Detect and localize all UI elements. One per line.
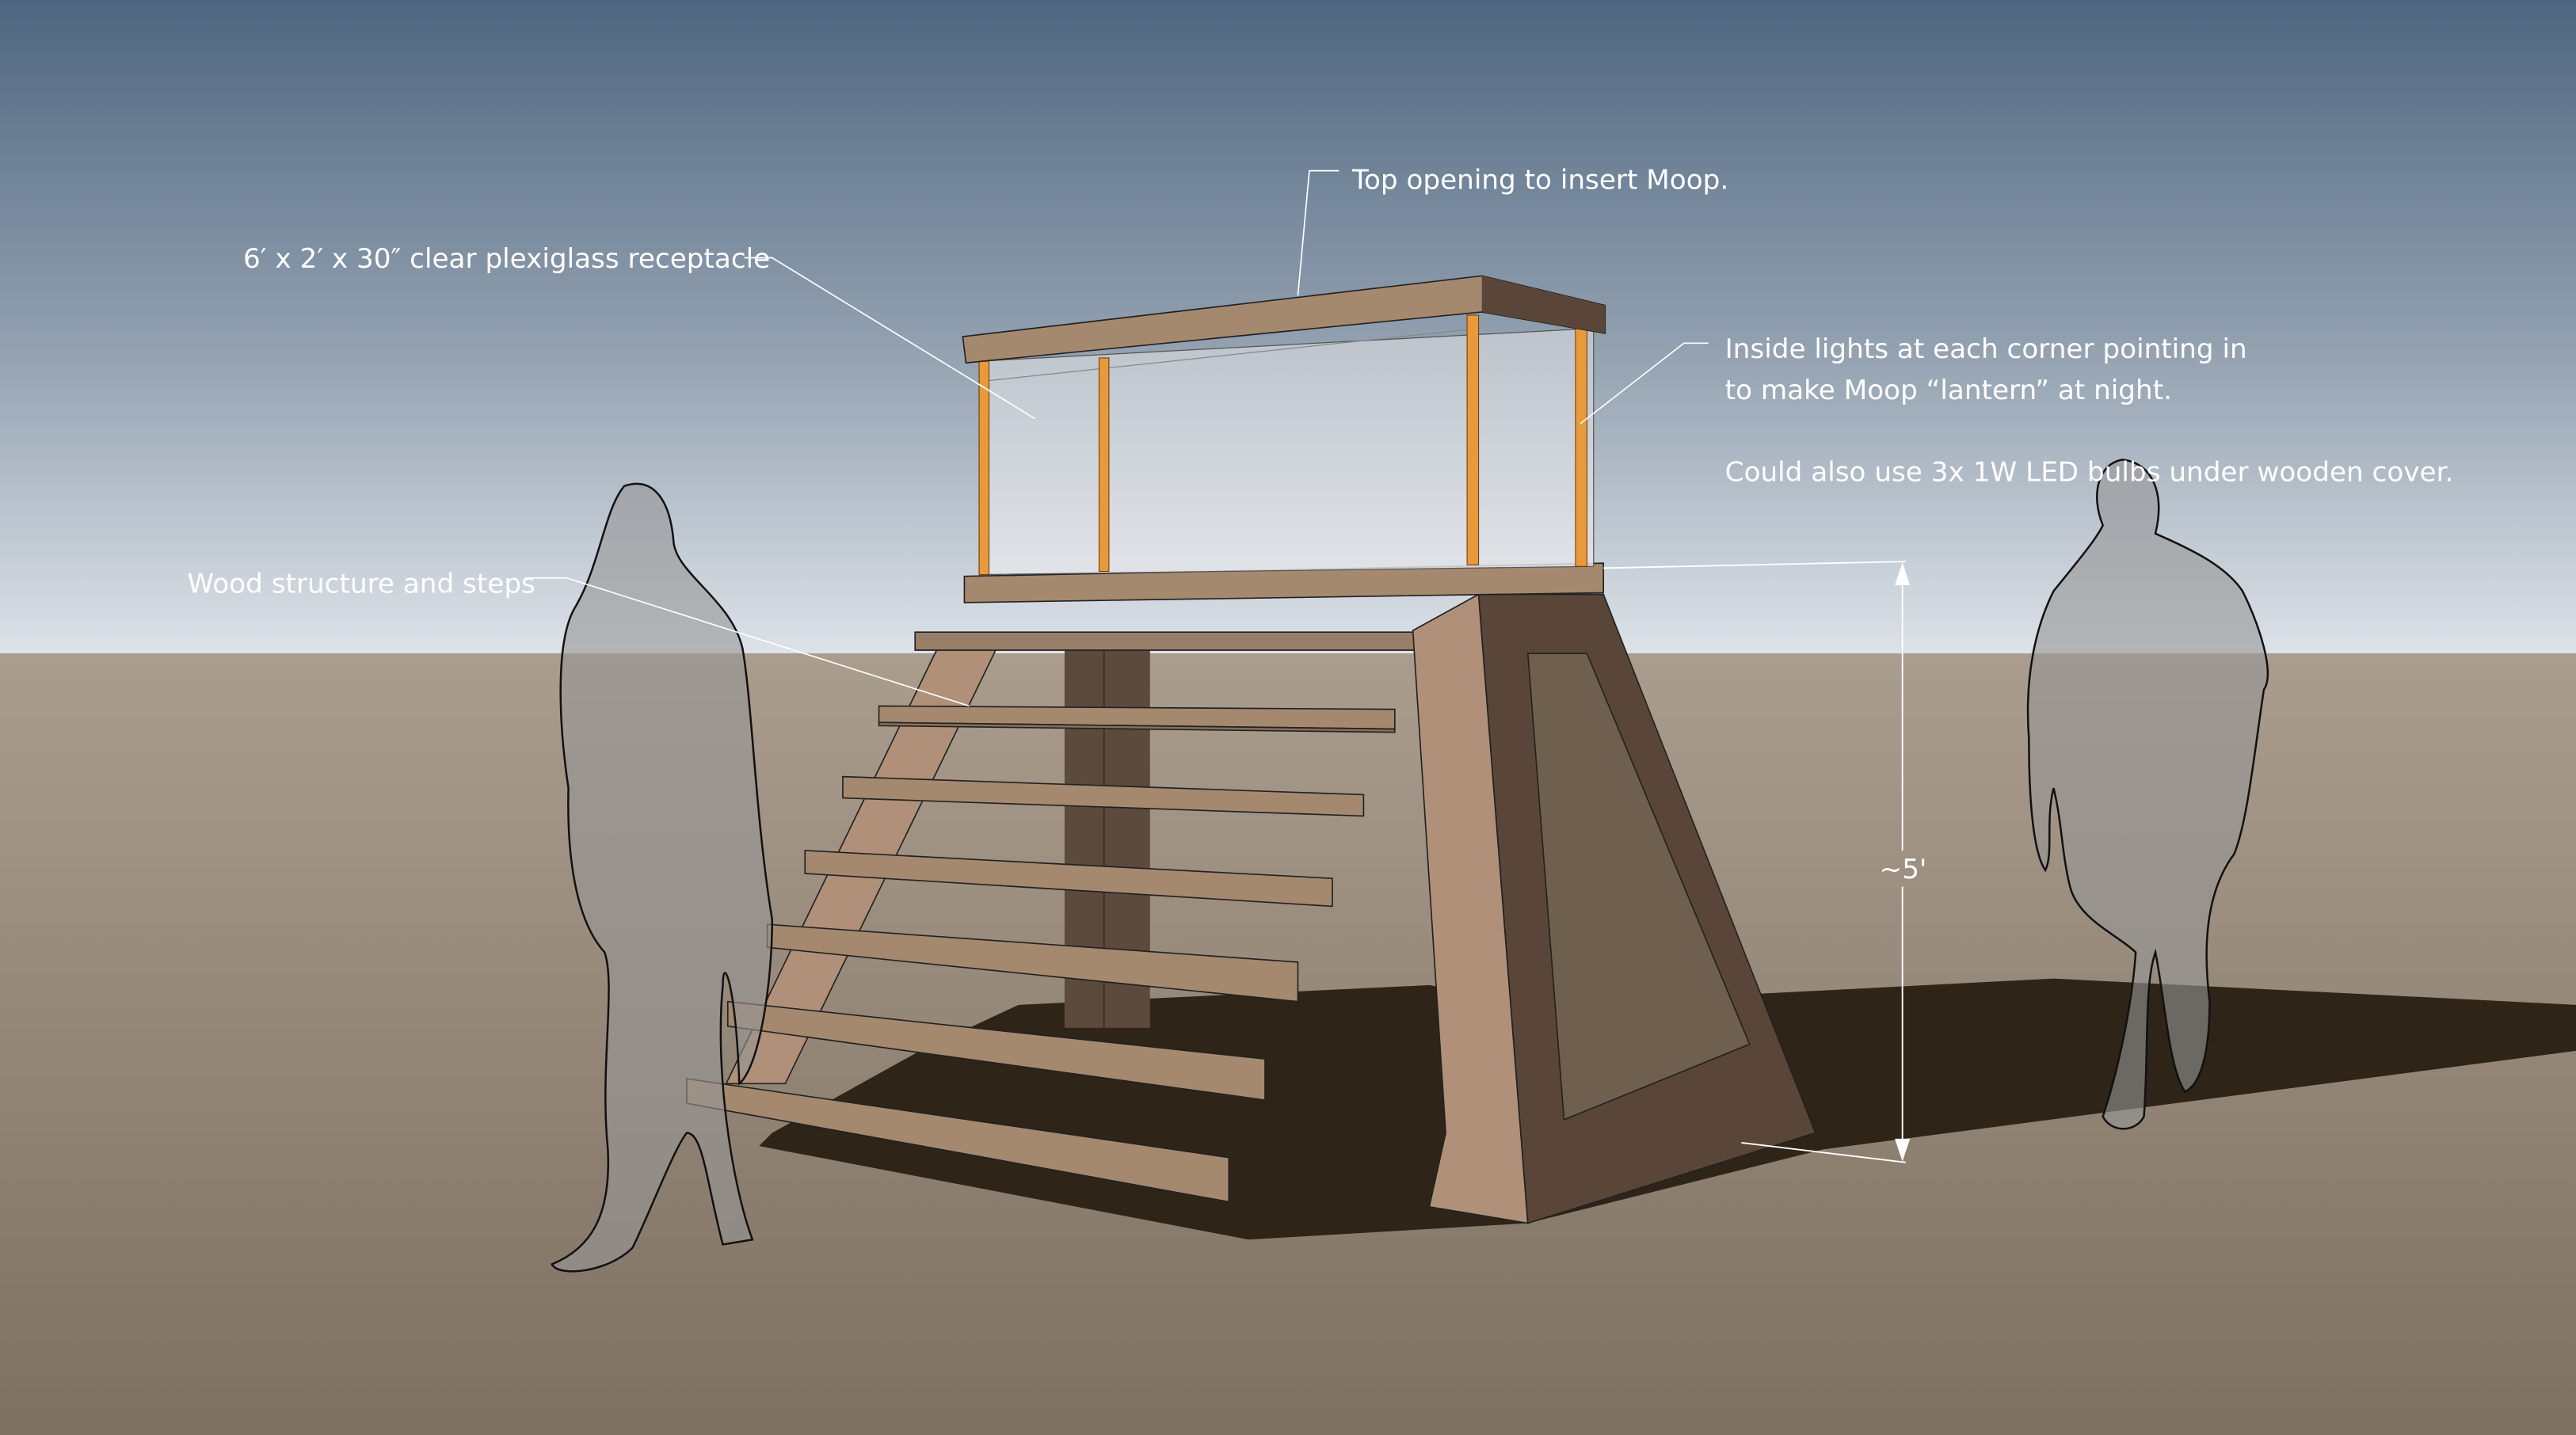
dimension-extension-top bbox=[1603, 561, 1906, 569]
leader-receptacle bbox=[744, 257, 1036, 420]
height-dimension-label: ~5' bbox=[1880, 854, 1927, 885]
steps bbox=[686, 631, 1423, 1203]
leader-wood bbox=[525, 577, 970, 707]
corner-light bbox=[1098, 357, 1110, 573]
step bbox=[726, 1000, 1266, 1102]
leader-lights bbox=[1580, 342, 1709, 424]
side-frame-opening bbox=[1526, 653, 1751, 1121]
right-front-leg bbox=[1412, 593, 1529, 1224]
arrow-down-icon bbox=[1895, 1138, 1911, 1162]
corner-light bbox=[978, 360, 990, 576]
step bbox=[914, 631, 1423, 651]
person-silhouette-right bbox=[2026, 459, 2269, 1130]
corner-light bbox=[1466, 314, 1480, 565]
arrow-up-icon bbox=[1895, 562, 1911, 586]
corner-light bbox=[1575, 328, 1587, 567]
corner-lights bbox=[978, 314, 1587, 576]
plexiglass-receptacle bbox=[978, 327, 1595, 576]
leader-top-opening bbox=[1297, 169, 1339, 296]
height-dimension bbox=[1603, 561, 1911, 1163]
step bbox=[804, 850, 1333, 908]
dimension-extension-bottom bbox=[1741, 1142, 1906, 1163]
label-receptacle: 6′ x 2′ x 30″ clear plexiglass receptacl… bbox=[243, 243, 770, 275]
step bbox=[842, 775, 1365, 817]
label-wood: Wood structure and steps bbox=[187, 568, 535, 600]
label-lights-line2: to make Moop “lantern” at night. bbox=[1725, 375, 2172, 406]
person-silhouette-left bbox=[551, 482, 774, 1273]
label-lights-line1: Inside lights at each corner pointing in bbox=[1725, 333, 2247, 365]
step-edge bbox=[878, 721, 1396, 733]
receptacle-back-edge bbox=[985, 328, 1479, 382]
label-top-opening: Top opening to insert Moop. bbox=[1351, 164, 1728, 196]
label-lights-line3: Could also use 3x 1W LED bulbs under woo… bbox=[1725, 456, 2454, 488]
top-cover-side bbox=[1481, 276, 1606, 333]
